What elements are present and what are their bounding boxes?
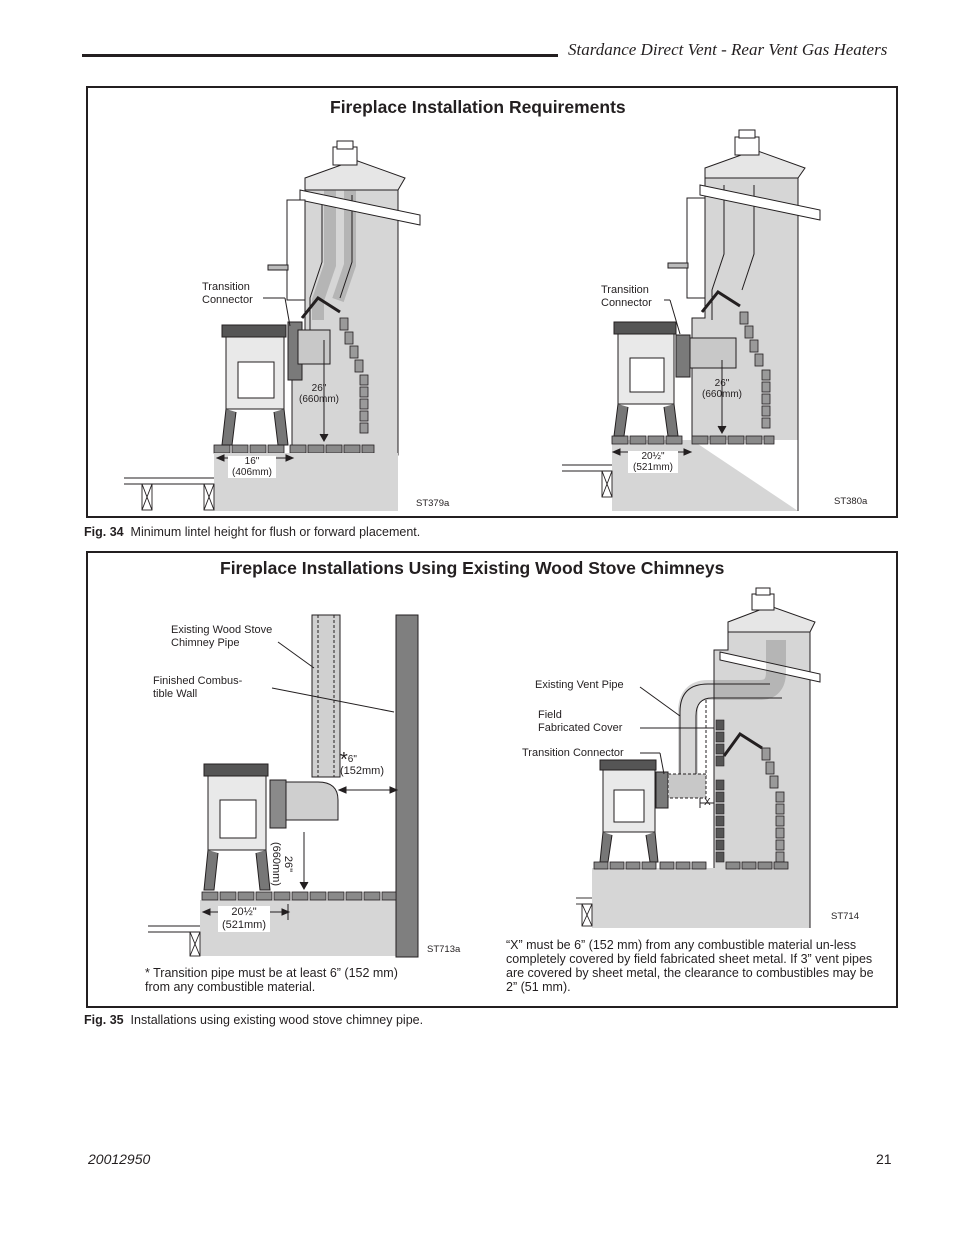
fig35-clearance-label: *6" (152mm): [340, 750, 398, 777]
fig35-transition-label: Transition Connector: [522, 747, 624, 759]
figure-35-box: [86, 551, 898, 1008]
fig35-vent-pipe-label: Existing Vent Pipe: [535, 679, 624, 691]
fig35-caption-text: Installations using existing wood stove …: [130, 1013, 424, 1027]
clearance-mm: (152mm): [340, 765, 385, 777]
fig35-chimney-pipe-label: Existing Wood Stove Chimney Pipe: [171, 624, 273, 649]
fig34-right-transition-label: Transition Connector: [601, 284, 652, 309]
fig34-right-drawing: [562, 129, 821, 511]
fig34-left-drawing: [124, 140, 421, 511]
fig34-left-code: ST379a: [416, 498, 450, 509]
fig35-right-drawing: [576, 587, 821, 928]
document-number: 20012950: [88, 1151, 151, 1167]
fig35-caption: Fig. 35 Installations using existing woo…: [84, 1013, 423, 1027]
fig34-caption-number: Fig. 34: [84, 525, 124, 539]
page-number: 21: [876, 1151, 892, 1167]
fig34-right-depth-label: 20½" (521mm): [628, 451, 678, 473]
fig35-left-code: ST713a: [427, 944, 461, 955]
fig34-right-code: ST380a: [834, 496, 868, 507]
fig34-left-transition-label: Transition Connector: [202, 281, 253, 306]
fig35-x-label: X: [704, 797, 711, 808]
fig34-right-height-label: 26" (660mm): [701, 378, 742, 400]
page-header-title: Stardance Direct Vent - Rear Vent Gas He…: [568, 40, 888, 59]
fig35-title: Fireplace Installations Using Existing W…: [220, 558, 725, 578]
fig35-right-note: “X” must be 6” (152 mm) from any combust…: [506, 938, 874, 994]
fig35-left-note: * Transition pipe must be at least 6” (1…: [145, 966, 398, 994]
fig34-left-height-label: 26" (660mm): [298, 383, 339, 405]
figure-34-box: [86, 86, 898, 518]
fig35-left-height-label: 26" (660mm): [270, 841, 294, 886]
fig34-caption-text: Minimum lintel height for flush or forwa…: [130, 525, 421, 539]
fig35-caption-number: Fig. 35: [84, 1013, 124, 1027]
fig35-left-depth-label: 20½" (521mm): [218, 906, 270, 932]
clearance-star: *: [340, 749, 348, 771]
fig35-wall-label: Finished Combus- tible Wall: [153, 675, 243, 700]
fig34-left-depth-label: 16" (406mm): [228, 456, 276, 478]
header-rule: [82, 54, 558, 57]
fig35-cover-label: Field Fabricated Cover: [538, 709, 623, 734]
clearance-inches: 6": [347, 754, 357, 765]
fig35-left-drawing: [148, 614, 419, 958]
fig34-title: Fireplace Installation Requirements: [330, 97, 626, 117]
fig34-caption: Fig. 34 Minimum lintel height for flush …: [84, 525, 420, 539]
fig35-right-code: ST714: [831, 911, 859, 922]
